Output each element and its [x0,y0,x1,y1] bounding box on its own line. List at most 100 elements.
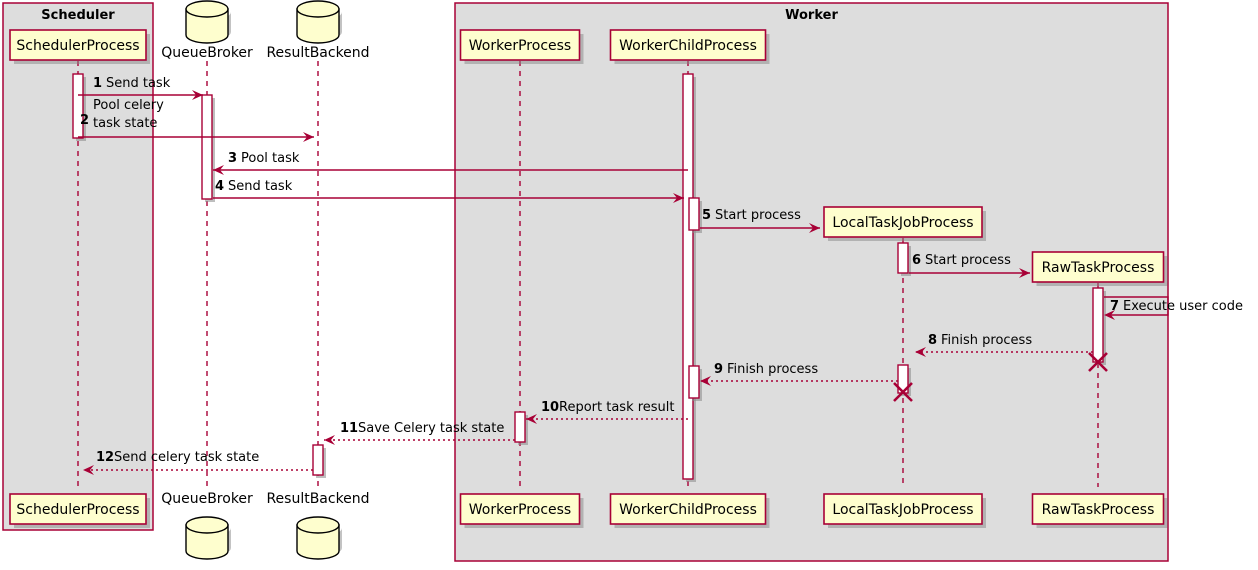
database-body [185,524,229,560]
destroy-marker-line [1088,352,1108,372]
message-3: 3 Pool task [213,151,688,175]
database-body [185,8,229,44]
message-11-number: 11 [340,421,358,436]
activation-workerchild-4 [682,73,696,482]
database-top [296,0,340,18]
participant-box [459,493,581,525]
group-scheduler-title: Scheduler [41,8,115,23]
participant-workerchild-top[interactable]: WorkerChildProcess [609,29,770,64]
participant-workerprocess-bottom[interactable]: WorkerProcess [459,493,584,528]
message-5-arrowhead [809,223,820,233]
participant-queuebroker-label: QueueBroker [161,45,253,61]
activation-bar [72,73,84,139]
participant-localtaskjob-top[interactable]: LocalTaskJobProcess [823,206,986,241]
message-12-number: 12 [96,450,114,465]
activation-resultbackend-2 [312,444,326,478]
destroy-rawtask [1088,352,1108,372]
message-2-text: Pool celery [93,98,164,113]
participant-box [823,493,983,525]
participant-rawtask-top[interactable]: RawTaskProcess [1031,251,1168,286]
activation-bar [201,94,213,200]
participant-resultbackend-label: ResultBackend [266,491,369,507]
participant-resultbackend-label: ResultBackend [266,45,369,61]
message-7-self-line [1104,296,1169,316]
destroy-marker-line [893,382,913,402]
message-4-text: Send task [228,179,293,194]
message-7-text: Execute user code [1123,299,1243,314]
message-7-arrowhead [1104,310,1115,320]
message-12-text: Send celery task state [114,450,259,465]
message-5-text: Start process [715,208,801,223]
message-6-text: Start process [925,253,1011,268]
participant-box [9,493,147,525]
participant-resultbackend-bottom[interactable]: ResultBackend [266,491,370,560]
activation-bar [682,73,694,480]
participant-box [609,29,767,61]
message-2: 2 Pool celery task state [78,98,314,142]
participant-localtaskjob-label: LocalTaskJobProcess [832,215,973,231]
message-3-number: 3 [228,151,237,166]
activation-rawtask-9 [1092,287,1106,365]
message-2-arrowhead [303,132,314,142]
participant-workerprocess-top[interactable]: WorkerProcess [459,29,584,64]
participant-schedulerprocess-label: SchedulerProcess [16,502,139,518]
participant-rawtask-label: RawTaskProcess [1042,502,1155,518]
destroy-localtaskjob [893,382,913,402]
participant-schedulerprocess-top[interactable]: SchedulerProcess [9,29,150,64]
message-6-arrowhead [1019,268,1030,278]
database-top [185,0,229,18]
activation-workerchild-5 [688,197,702,233]
participant-queuebroker-bottom[interactable]: QueueBroker [161,491,253,560]
message-10-arrowhead [526,414,537,424]
message-9-number: 9 [714,362,723,377]
participant-localtaskjob-bottom[interactable]: LocalTaskJobProcess [823,493,986,528]
participant-schedulerprocess-bottom[interactable]: SchedulerProcess [9,493,150,528]
participant-box [823,206,983,238]
message-3-text: Pool task [241,151,300,166]
participant-queuebroker-top[interactable]: QueueBroker [161,0,253,61]
participant-queuebroker-label: QueueBroker [161,491,253,507]
activation-bar [688,365,700,399]
message-10-text: Report task result [559,400,675,415]
message-11-arrowhead [324,435,335,445]
database-body [296,8,340,44]
message-2-text-line2: task state [93,116,157,131]
message-8-text: Finish process [941,333,1032,348]
message-8-arrowhead [915,347,926,357]
activation-bar [1092,287,1104,363]
message-12-arrowhead [83,465,94,475]
participant-box [609,493,767,525]
activation-queuebroker-1 [201,94,215,202]
message-9-text: Finish process [727,362,818,377]
database-top [296,516,340,534]
message-6-number: 6 [912,253,921,268]
participant-schedulerprocess-label: SchedulerProcess [16,38,139,54]
group-worker-title: Worker [785,8,838,23]
message-9: 9 Finish process [700,362,898,386]
participant-workerchild-bottom[interactable]: WorkerChildProcess [609,493,770,528]
activation-bar [688,197,700,231]
participant-box [459,29,581,61]
activation-bar [897,242,909,274]
message-10-number: 10 [541,400,559,415]
activation-schedulerprocess-0 [72,73,86,141]
participant-resultbackend-top[interactable]: ResultBackend [266,0,370,61]
participant-rawtask-bottom[interactable]: RawTaskProcess [1031,493,1168,528]
message-2-number: 2 [80,113,89,128]
activation-bar [312,444,324,476]
message-7: 7 Execute user code [1104,296,1243,320]
message-7-number: 7 [1110,299,1119,314]
participant-rawtask-label: RawTaskProcess [1042,260,1155,276]
message-9-arrowhead [700,376,711,386]
message-3-arrowhead [213,165,224,175]
database-body [296,524,340,560]
database-top [185,516,229,534]
message-6: 6 Start process [909,253,1030,278]
